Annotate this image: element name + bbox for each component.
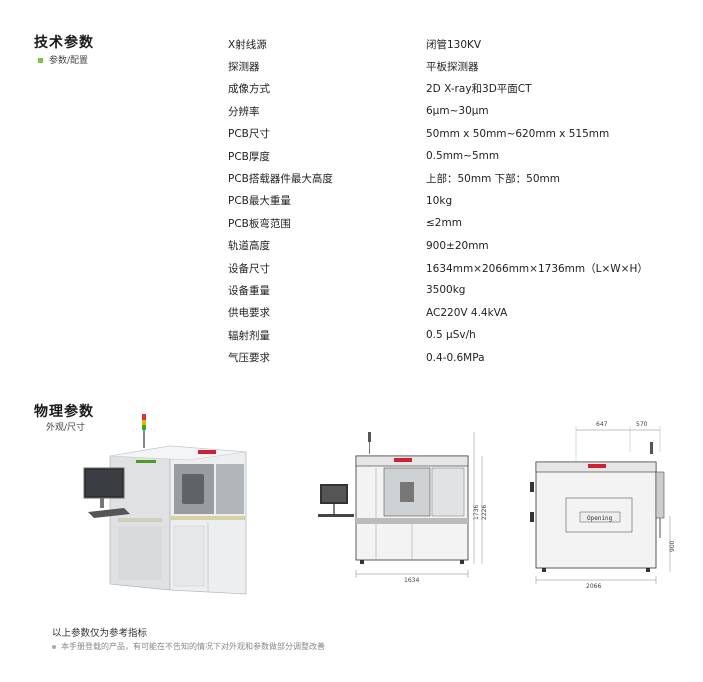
spec-row: X射线源 闭管130KV [228,33,648,55]
disclaimer-text: 本手册登载的产品，有可能在不告知的情况下对外观和参数做部分调整改善 [61,642,325,651]
spec-label: 探测器 [228,61,260,74]
spec-row: 探测器 平板探测器 [228,55,648,77]
spec-label: 分辨率 [228,105,260,118]
spec-label: 供电要求 [228,307,270,320]
spec-value: 2D X-ray和3D平面CT [426,83,532,96]
spec-value: 6μm~30μm [426,105,489,118]
spec-row: PCB尺寸 50mm x 50mm~620mm x 515mm [228,123,648,145]
opening-label: Opening [587,515,613,522]
front-height-total-label: 2226 [481,505,486,520]
spec-value: 上部：50mm 下部：50mm [426,173,560,186]
spec-row: 轨道高度 900±20mm [228,235,648,257]
spec-row: 成像方式 2D X-ray和3D平面CT [228,78,648,100]
spec-label: 设备重量 [228,284,270,297]
spec-value: 900±20mm [426,239,489,252]
spec-value: 0.5mm~5mm [426,150,500,163]
side-width-label: 2066 [586,583,601,590]
spec-value: 0.4-0.6MPa [426,351,485,364]
spec-row: 供电要求 AC220V 4.4kVA [228,302,648,324]
spec-value: ≤2mm [426,217,462,230]
spec-label: PCB尺寸 [228,128,270,141]
spec-label: 辐射剂量 [228,329,270,342]
tech-subtitle-text: 参数/配置 [49,56,89,66]
spec-row: 辐射剂量 0.5 μSv/h [228,324,648,346]
physical-section-subtitle: 外观/尺寸 [46,423,86,433]
spec-value: 闭管130KV [426,38,482,51]
disclaimer-note: 本手册登载的产品，有可能在不告知的情况下对外观和参数做部分调整改善 [52,641,325,652]
spec-value: 3500kg [426,284,466,297]
spec-row: PCB搭载器件最大高度 上部：50mm 下部：50mm [228,167,648,189]
spec-label: X射线源 [228,38,267,51]
side-dim-b-label: 570 [636,421,648,428]
tech-section-title: 技术参数 [34,35,94,51]
spec-value: AC220V 4.4kVA [426,306,508,319]
spec-row: PCB厚度 0.5mm~5mm [228,145,648,167]
spec-label: 成像方式 [228,83,270,96]
spec-label: PCB最大重量 [228,195,291,208]
spec-value: 1634mm×2066mm×1736mm（L×W×H） [426,262,648,275]
front-height-body-label: 1736 [473,505,480,520]
machine-photo [83,414,247,595]
spec-label: 轨道高度 [228,240,270,253]
spec-label: 气压要求 [228,352,270,365]
reference-note: 以上参数仅为参考指标 [52,628,148,639]
side-dim-a-label: 647 [596,421,608,428]
front-width-label: 1634 [404,577,419,584]
green-bullet-icon [38,58,43,63]
spec-label: PCB厚度 [228,150,270,163]
spec-value: 平板探测器 [426,61,479,74]
spec-row: 气压要求 0.4-0.6MPa [228,346,648,368]
spec-label: PCB搭载器件最大高度 [228,173,333,186]
spec-label: 设备尺寸 [228,262,270,275]
spec-value: 50mm x 50mm~620mm x 515mm [426,127,610,140]
spec-row: 设备尺寸 1634mm×2066mm×1736mm（L×W×H） [228,257,648,279]
spec-value: 0.5 μSv/h [426,329,476,342]
rail-height-label: 900 [669,540,676,552]
physical-section-title: 物理参数 [34,404,94,420]
spec-table: X射线源 闭管130KV 探测器 平板探测器成像方式 2D X-ray和3D平面CT 分辨… [228,33,648,369]
front-view-drawing: 1736 2226 1634 [318,432,486,584]
spec-row: 设备重量 3500kg [228,279,648,301]
spec-label: PCB板弯范围 [228,217,291,230]
tech-section-subtitle: 参数/配置 [38,53,88,66]
side-view-drawing: 647 570 Opening 900 2066 [530,421,676,590]
spec-row: PCB最大重量 10kg [228,190,648,212]
spec-row: 分辨率 6μm~30μm [228,100,648,122]
spec-row: PCB板弯范围 ≤2mm [228,212,648,234]
grey-bullet-icon [52,644,56,649]
spec-value: 10kg [426,194,453,207]
